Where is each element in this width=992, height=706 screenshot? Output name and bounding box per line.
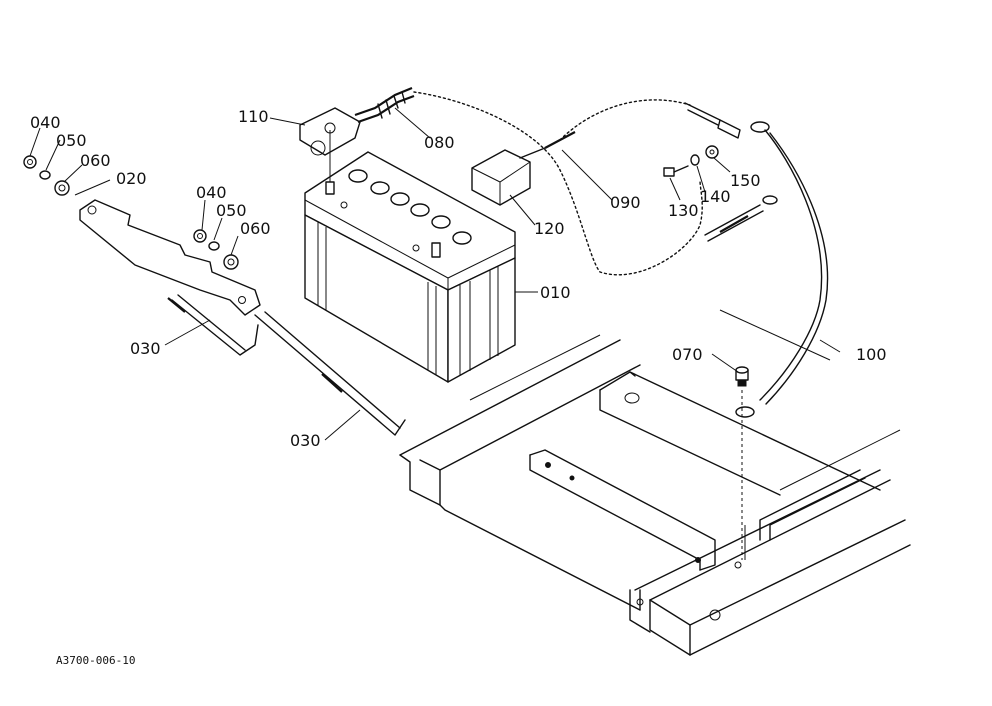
label-030-right: 030 <box>290 431 321 450</box>
washer-050-right <box>208 241 220 251</box>
chassis-frame <box>399 309 911 656</box>
label-050-right: 050 <box>216 201 247 220</box>
label-150: 150 <box>730 171 761 190</box>
label-040-right: 040 <box>196 183 227 202</box>
hold-down-rod-left <box>167 294 259 356</box>
leader-lines <box>29 107 841 441</box>
battery-caps <box>348 169 472 245</box>
nut-060-left <box>54 180 70 196</box>
nut-060-right <box>223 254 239 270</box>
label-090: 090 <box>610 193 641 212</box>
nut-040-right <box>193 229 207 243</box>
label-140: 140 <box>700 187 731 206</box>
label-060-right: 060 <box>240 219 271 238</box>
label-110: 110 <box>238 107 269 126</box>
part-labels: 010 020 030 030 040 040 050 050 060 060 … <box>30 107 887 450</box>
positive-cable <box>354 86 415 124</box>
washer-140 <box>690 154 700 166</box>
label-050-left: 050 <box>56 131 87 150</box>
label-130: 130 <box>668 201 699 220</box>
washer-050-left <box>39 170 51 180</box>
label-060-left: 060 <box>80 151 111 170</box>
cable-route-dashed <box>413 91 703 276</box>
drawing-number: A3700-006-10 <box>56 654 135 667</box>
positive-terminal-clamp <box>299 107 361 182</box>
label-040-left: 040 <box>30 113 61 132</box>
label-080: 080 <box>424 133 455 152</box>
nut-040-left <box>23 155 37 169</box>
battery-switch <box>471 131 576 206</box>
label-100: 100 <box>856 345 887 364</box>
label-070: 070 <box>672 345 703 364</box>
label-030-left: 030 <box>130 339 161 358</box>
battery <box>304 151 516 383</box>
bolt-070 <box>735 366 749 560</box>
hold-down-rod-right <box>254 311 406 436</box>
label-120: 120 <box>534 219 565 238</box>
label-020: 020 <box>116 169 147 188</box>
ground-cable <box>684 102 829 418</box>
battery-hold-down-bracket <box>79 199 261 316</box>
washer-150 <box>705 145 719 159</box>
label-010: 010 <box>540 283 571 302</box>
bolt-130 <box>663 165 689 177</box>
